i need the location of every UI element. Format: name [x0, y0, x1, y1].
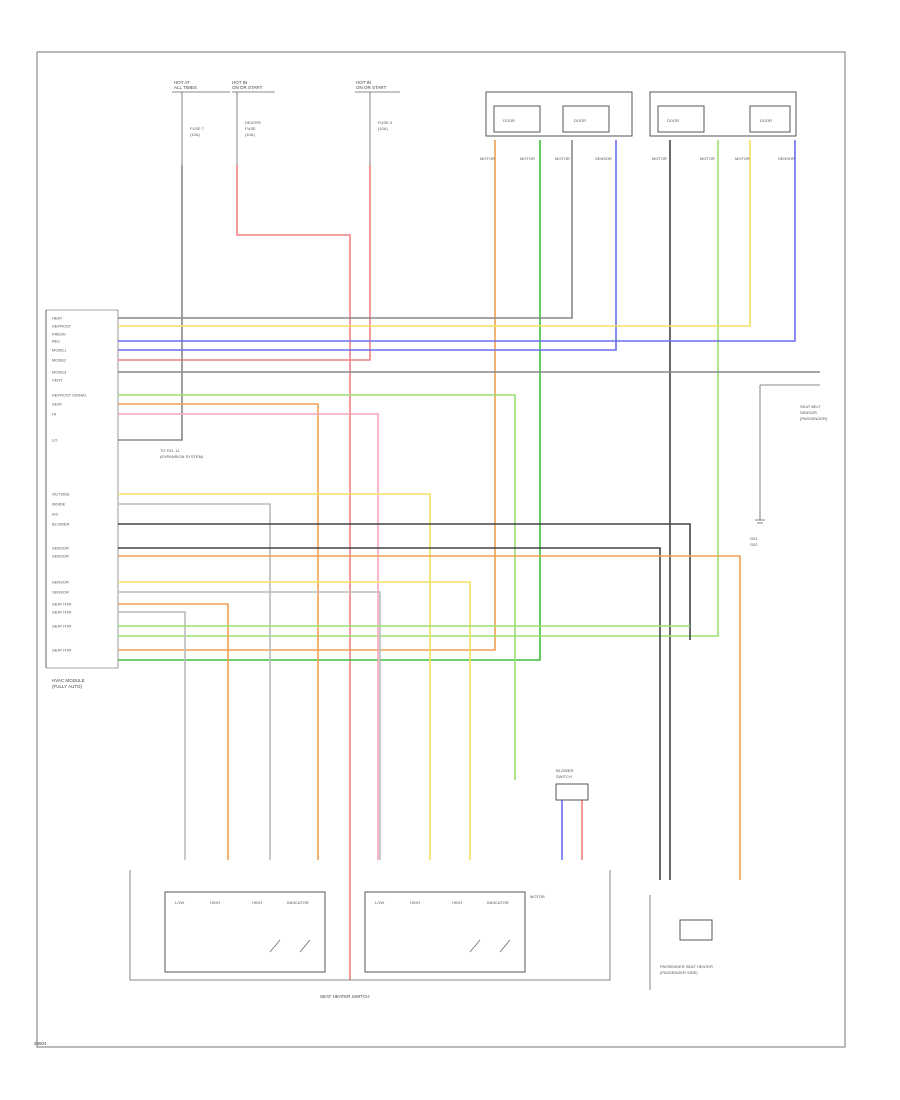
top-conn-4: SENSOR — [595, 156, 612, 161]
svg-text:PASSENGER SEAT HEATER: PASSENGER SEAT HEATER — [660, 964, 713, 969]
svg-text:(PASSENGER SIDE): (PASSENGER SIDE) — [660, 970, 698, 975]
module-pin-label: OUTSIDE — [52, 492, 70, 497]
module-pin-label: INSIDE — [52, 502, 66, 507]
wires — [118, 140, 820, 980]
svg-text:SWITCH: SWITCH — [556, 774, 572, 779]
top-conn-7: MOTOR — [735, 156, 750, 161]
fuse-1-hot-label-2: ALL TIMES — [174, 85, 197, 90]
fuse-3-name: FUSE 9 — [378, 120, 393, 125]
svg-text:HIGH: HIGH — [410, 900, 420, 905]
fuse-2-rating: (10A) — [245, 132, 255, 137]
module-pin-label: SENSOR — [52, 590, 69, 595]
door-label-3: DOOR — [667, 118, 679, 123]
fuse-2-name: HEATER — [245, 120, 261, 125]
top-conn-1: MOTOR — [480, 156, 495, 161]
module-pin-label: FRESH — [52, 332, 66, 337]
svg-text:HIGH: HIGH — [252, 900, 262, 905]
svg-text:SENSOR: SENSOR — [800, 410, 817, 415]
module-note-2: (EXPANSION SYSTEM) — [160, 454, 204, 459]
module-pin-label: SENSOR — [52, 580, 69, 585]
svg-text:INDICATOR: INDICATOR — [287, 900, 309, 905]
door-label-4: DOOR — [760, 118, 772, 123]
svg-text:LOW: LOW — [375, 900, 384, 905]
module-pin-label: SEAT HTR — [52, 610, 72, 615]
fuse-1-name: FUSE 7 — [190, 126, 205, 131]
svg-text:(PASSENGER): (PASSENGER) — [800, 416, 828, 421]
module-pin-label: SEAT — [52, 402, 63, 407]
fuse-2-hot-label-2: ON OR START — [232, 85, 263, 90]
vent-motor-label: MOTOR — [530, 894, 545, 899]
diagram-code: 29804 — [34, 1041, 47, 1046]
door-label-2: DOOR — [574, 118, 586, 123]
door-motor-group-2: DOOR DOOR — [649, 91, 797, 137]
module-pin-label: SEAT HTR — [52, 624, 72, 629]
seat-switch-title: SEAT HEATER SWITCH — [320, 994, 370, 999]
seat-switch-labels: LOW HIGH HIGH INDICATOR LOW HIGH HIGH IN… — [175, 900, 509, 905]
hvac-module-title: HVAC MODULE — [52, 678, 85, 683]
blower-switch: BLOWER SWITCH — [555, 768, 589, 801]
top-conn-2: MOTOR — [520, 156, 535, 161]
svg-text:LOW: LOW — [175, 900, 184, 905]
top-conn-8: SENSOR — [778, 156, 795, 161]
module-pin-label: SEAT HTR — [52, 648, 72, 653]
module-pin-label: HEAT — [52, 316, 63, 321]
svg-text:HIGH: HIGH — [452, 900, 462, 905]
module-pin-label: REC — [52, 339, 61, 344]
module-pin-label: SENSOR — [52, 546, 69, 551]
diagram-frame — [36, 51, 846, 1048]
top-conn-6: MOTOR — [700, 156, 715, 161]
fuse-2-name-2: FUSE — [245, 126, 256, 131]
module-pin-label: HI — [52, 412, 56, 417]
hvac-module-subtitle: (FULLY AUTO) — [52, 684, 83, 689]
svg-text:SEAT BELT: SEAT BELT — [800, 404, 821, 409]
passenger-seat-heater: PASSENGER SEAT HEATER (PASSENGER SIDE) — [649, 895, 713, 990]
module-pin-label: DEFROST — [52, 324, 72, 329]
ground-icon: G01 G02 — [750, 519, 765, 547]
module-pin-label: MODE2 — [52, 358, 67, 363]
module-pin-label: MODE3 — [52, 370, 67, 375]
fuse-1-rating: (10A) — [190, 132, 200, 137]
module-pin-label: DEFROST SIGNAL — [52, 393, 88, 398]
seat-heater-switch: SEAT HEATER SWITCH — [129, 870, 611, 999]
door-label-1: DOOR — [503, 118, 515, 123]
fuse-3-rating: (10A) — [378, 126, 388, 131]
svg-text:BLOWER: BLOWER — [556, 768, 573, 773]
ground-label: G01 — [750, 536, 758, 541]
top-conn-5: MOTOR — [652, 156, 667, 161]
module-pin-label: SEAT HTR — [52, 602, 72, 607]
module-note: TO FIG. 11 — [160, 448, 180, 453]
module-pin-label: SENSOR — [52, 554, 69, 559]
fuse-3-hot-label: HOT IN — [356, 80, 371, 85]
svg-text:HIGH: HIGH — [210, 900, 220, 905]
module-pin-label: VENT — [52, 378, 63, 383]
fuse-block: HOT AT ALL TIMES FUSE 7 (10A) HOT IN ON … — [172, 80, 400, 165]
fuse-3-hot-label-2: ON OR START — [356, 85, 387, 90]
fuse-2-hot-label: HOT IN — [232, 80, 247, 85]
svg-text:INDICATOR: INDICATOR — [487, 900, 509, 905]
module-pin-label: LO — [52, 438, 57, 443]
module-pin-label: A/C — [52, 512, 59, 517]
module-pin-label: BLOWER — [52, 522, 69, 527]
switch-contacts — [269, 939, 511, 953]
top-connector-labels: MOTOR MOTOR MOTOR SENSOR MOTOR MOTOR MOT… — [480, 156, 795, 161]
fuse-1-hot-label: HOT AT — [174, 80, 190, 85]
ground-label-2: G02 — [750, 542, 758, 547]
seat-belt-sensor: SEAT BELT SENSOR (PASSENGER) — [800, 404, 828, 421]
top-conn-3: MOTOR — [555, 156, 570, 161]
door-motor-group-1: DOOR DOOR — [485, 91, 633, 137]
module-pin-label: MODE1 — [52, 348, 67, 353]
hvac-module: HVAC MODULE (FULLY AUTO) — [45, 309, 119, 689]
